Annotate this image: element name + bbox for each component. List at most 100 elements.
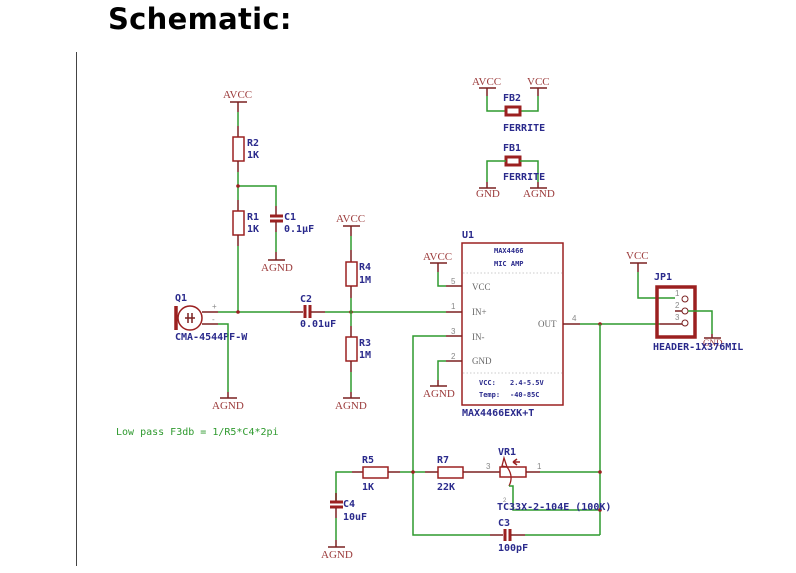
r4-value: 1M	[359, 275, 371, 286]
fb1-ref: FB1	[503, 143, 521, 154]
header-jp1	[655, 285, 697, 339]
vcc-label: VCC	[626, 250, 649, 262]
capacitor-c2	[303, 305, 312, 318]
r4-ref: R4	[359, 262, 371, 273]
margin-rule	[76, 52, 77, 566]
agnd-label: AGND	[335, 400, 367, 412]
gnd-label: GND	[476, 188, 500, 200]
vcc-label: VCC	[527, 76, 550, 88]
avcc-symbol-u1: AVCC	[423, 251, 452, 272]
jp1-pin-number: 2	[675, 301, 680, 310]
q1-ref: Q1	[175, 293, 187, 304]
avcc-symbol-r2: AVCC	[223, 89, 252, 112]
vr1-value: TC33X-2-104E (100K)	[497, 502, 611, 513]
vcc-symbol-jp1: VCC	[626, 250, 649, 272]
c3-ref: C3	[498, 518, 510, 529]
u1-pin-number: 3	[451, 327, 456, 336]
resistor-r7	[437, 466, 464, 479]
u1-pin-inn-name: IN-	[472, 332, 485, 342]
agnd-symbol-c4: AGND	[321, 540, 353, 561]
resistor-r1	[232, 210, 245, 236]
resistor-r4	[345, 261, 358, 287]
r3-ref: R3	[359, 338, 371, 349]
fb1-value: FERRITE	[503, 172, 545, 183]
agnd-symbol-c1: AGND	[261, 252, 293, 274]
agnd-label: AGND	[523, 188, 555, 200]
u1-pin-number: 1	[451, 302, 456, 311]
r2-value: 1K	[247, 150, 259, 161]
gnd-symbol-jp1: GND	[703, 334, 723, 348]
capacitor-c1	[270, 214, 283, 223]
jp1-pin-number: 3	[675, 313, 680, 322]
page-title: Schematic:	[108, 2, 292, 36]
c4-value: 10uF	[343, 512, 367, 523]
fb2-ref: FB2	[503, 93, 521, 104]
junction	[598, 508, 602, 512]
q1-value: CMA-4544PF-W	[175, 332, 248, 343]
jp1-value: HEADER-1X376MIL	[653, 342, 743, 353]
c2-value: 0.01uF	[300, 319, 336, 330]
agnd-symbol-r3: AGND	[335, 392, 367, 412]
u1-spec-vcc-label: VCC:	[479, 379, 496, 387]
jp1-pin-1	[681, 295, 689, 303]
microphone-q1	[174, 305, 203, 331]
c1-value: 0.1µF	[284, 224, 314, 235]
fb2-value: FERRITE	[503, 123, 545, 134]
jp1-ref: JP1	[654, 272, 672, 283]
r1-ref: R1	[247, 212, 259, 223]
gnd-label: GND	[703, 338, 723, 348]
junction	[236, 184, 240, 188]
q1-pin-minus: -	[212, 315, 215, 324]
capacitor-c4	[330, 500, 343, 509]
r2-ref: R2	[247, 138, 259, 149]
u1-header-line2: MIC AMP	[494, 260, 524, 268]
u1-header-line1: MAX4466	[494, 247, 524, 255]
avcc-label: AVCC	[472, 76, 501, 88]
vr1-ref: VR1	[498, 447, 516, 458]
u1-spec-vcc-value: 2.4-5.5V	[510, 379, 545, 387]
u1-pin-number: 5	[451, 277, 456, 286]
agnd-label: AGND	[261, 262, 293, 274]
r5-ref: R5	[362, 455, 374, 466]
capacitor-c3	[503, 529, 512, 541]
r1-value: 1K	[247, 224, 259, 235]
u1-pin-number: 2	[451, 352, 456, 361]
avcc-symbol-r4: AVCC	[336, 213, 365, 236]
resistor-r3	[345, 336, 358, 362]
junction	[236, 310, 240, 314]
jp1-pin-3	[681, 319, 689, 327]
potentiometer-vr1	[499, 455, 527, 487]
r7-value: 22K	[437, 482, 455, 493]
ferrite-fb2: AVCC VCC FB2 FERRITE	[472, 76, 550, 134]
u1-spec-temp-label: Temp:	[479, 391, 500, 399]
avcc-label: AVCC	[336, 213, 365, 225]
agnd-symbol-q1: AGND	[212, 392, 244, 412]
junction	[411, 470, 415, 474]
jp1-pin-2	[681, 307, 689, 315]
lowpass-note: Low pass F3db = 1/R5*C4*2pi	[116, 427, 279, 438]
u1-pin-vcc-name: VCC	[472, 282, 491, 292]
vr1-pin-number: 2	[503, 498, 507, 504]
r7-ref: R7	[437, 455, 449, 466]
vr1-pin-number: 3	[486, 462, 491, 471]
vr1-pin-number: 1	[537, 462, 542, 471]
agnd-label: AGND	[212, 400, 244, 412]
u1-ref: U1	[462, 230, 474, 241]
q1-pin-plus: +	[212, 302, 217, 311]
u1-pin-number: 4	[572, 314, 577, 323]
resistor-r5	[362, 466, 389, 479]
resistor-r2	[232, 136, 245, 162]
agnd-label: AGND	[321, 549, 353, 561]
u1-value: MAX4466EXK+T	[462, 408, 534, 419]
u1-spec-temp-value: -40-85C	[510, 391, 540, 399]
r5-value: 1K	[362, 482, 374, 493]
avcc-label: AVCC	[223, 89, 252, 101]
ferrite-fb1: FB1 FERRITE GND AGND	[476, 143, 555, 200]
r3-value: 1M	[359, 350, 371, 361]
c4-ref: C4	[343, 499, 355, 510]
junction	[598, 470, 602, 474]
agnd-label: AGND	[423, 388, 455, 400]
u1-pin-gnd-name: GND	[472, 356, 492, 366]
c1-ref: C1	[284, 212, 296, 223]
